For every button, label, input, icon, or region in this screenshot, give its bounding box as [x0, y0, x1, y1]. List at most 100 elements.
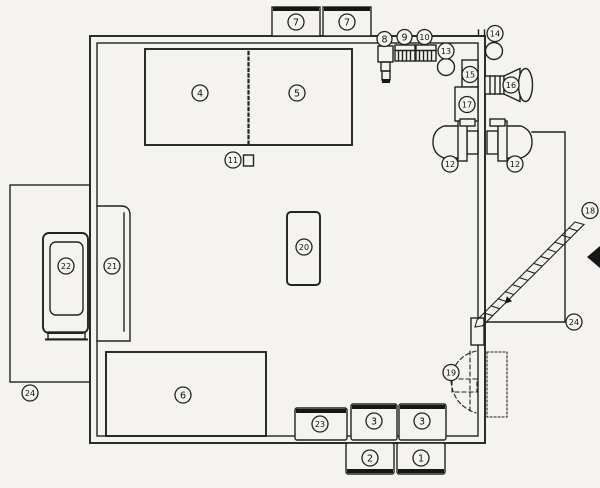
valve-8-tip	[381, 70, 391, 81]
left-arrow-icon	[587, 246, 600, 268]
right-enclosure-outline	[484, 131, 566, 323]
box-23-cap	[296, 409, 346, 413]
callout-12b-label: 12	[510, 160, 520, 169]
block-9-ribs	[397, 50, 412, 61]
callout-11-label: 11	[228, 156, 238, 165]
hopper-7b-cap	[324, 7, 370, 11]
hopper-7a-cap	[273, 7, 319, 11]
gauge-14-circle	[484, 41, 504, 61]
callout-17-label: 17	[462, 101, 472, 110]
callout-24b: 24	[565, 313, 583, 331]
callout-4: 4	[191, 84, 209, 102]
room-inner-wall	[96, 42, 479, 437]
callout-20-label: 20	[299, 243, 309, 252]
annex-outline	[9, 184, 91, 383]
motor-12b-hub	[486, 130, 499, 155]
fan-19-duct	[486, 351, 508, 418]
box-3a-cap	[352, 405, 396, 409]
callout-15-label: 15	[465, 71, 475, 80]
box-1-base	[398, 469, 444, 473]
callout-7a-label: 7	[293, 17, 299, 28]
callouts: 4 5 6 7 7 8 9 10 11 12 12 13 14 15 16 17…	[21, 13, 599, 467]
callout-16: 16	[502, 76, 520, 94]
callout-12b: 12	[506, 155, 524, 173]
box-3b-cap	[400, 405, 445, 409]
machine-22-body	[42, 232, 89, 334]
callout-7a: 7	[287, 13, 305, 31]
callout-8-label: 8	[381, 34, 387, 45]
callout-19-label: 19	[446, 369, 456, 378]
machine-20-outline	[286, 211, 321, 286]
motor-12b-tab	[489, 118, 506, 127]
callout-23-label: 23	[315, 420, 325, 429]
valve-8-body	[377, 45, 394, 63]
callout-8: 8	[376, 30, 393, 48]
sensor-11-box	[242, 154, 255, 167]
valve-8	[377, 45, 394, 83]
callout-24a: 24	[21, 384, 39, 402]
conveyor-18-tips	[474, 221, 586, 328]
callout-14-label: 14	[490, 30, 500, 39]
gauge-13-circle	[436, 57, 456, 77]
callout-6-label: 6	[180, 390, 186, 401]
callout-1: 1	[412, 449, 430, 467]
horn-16-ribs	[489, 75, 501, 95]
callout-19: 19	[442, 363, 460, 382]
fan-19-scroll	[450, 350, 477, 414]
horn-16-bell	[517, 67, 534, 103]
block-10	[415, 44, 437, 62]
machine-22-panel	[49, 241, 84, 316]
motor-12a-body	[432, 125, 460, 159]
conveyor-18-rails	[476, 221, 582, 327]
conveyor-18-treads	[483, 227, 579, 317]
conveyor-18-direction-arrow	[504, 296, 512, 304]
callout-5: 5	[288, 84, 306, 102]
motor-12a-flange	[457, 120, 468, 162]
conveyor-18	[470, 221, 586, 346]
callout-10-label: 10	[419, 33, 429, 42]
fan-19	[450, 350, 508, 418]
callout-2-label: 2	[367, 453, 373, 464]
callout-7b: 7	[338, 13, 356, 31]
callout-12a-label: 12	[445, 160, 455, 169]
door-21	[96, 205, 131, 342]
left-annex	[9, 184, 91, 383]
callout-15: 15	[461, 65, 479, 84]
block-10-ribs	[418, 50, 433, 61]
callout-23: 23	[311, 415, 329, 433]
callout-6: 6	[174, 386, 192, 404]
fan-19-mount	[451, 378, 478, 393]
machine-6-outline	[105, 351, 267, 437]
conveyor-18-foot	[470, 317, 485, 346]
sensor-11	[242, 154, 255, 167]
callout-7b-label: 7	[344, 17, 350, 28]
callout-9-label: 9	[401, 32, 407, 43]
callout-24a-label: 24	[25, 389, 35, 398]
door-21-frame	[96, 205, 131, 342]
right-wall-extension	[477, 29, 486, 37]
machine-4-5-outline	[144, 48, 353, 146]
callout-1-label: 1	[418, 453, 424, 464]
motor-12b-flange	[497, 120, 508, 162]
motor-12a	[432, 118, 479, 162]
callout-18-label: 18	[585, 207, 595, 216]
callout-9: 9	[396, 28, 413, 46]
callout-20: 20	[295, 238, 313, 256]
box-2-base	[347, 469, 393, 473]
callout-16-label: 16	[506, 81, 516, 90]
callout-18: 18	[581, 201, 599, 220]
motor-12b	[486, 118, 533, 162]
callout-21-label: 21	[107, 262, 117, 271]
callout-2: 2	[361, 449, 379, 467]
motor-12a-tab	[459, 118, 476, 127]
hoppers-7	[271, 6, 372, 37]
callout-3b-label: 3	[419, 416, 425, 427]
callout-17: 17	[458, 95, 476, 114]
callout-4-label: 4	[197, 88, 203, 99]
callout-3a: 3	[365, 412, 383, 430]
valve-8-cap	[382, 79, 390, 83]
callout-12a: 12	[441, 155, 459, 173]
callout-22: 22	[57, 257, 75, 275]
